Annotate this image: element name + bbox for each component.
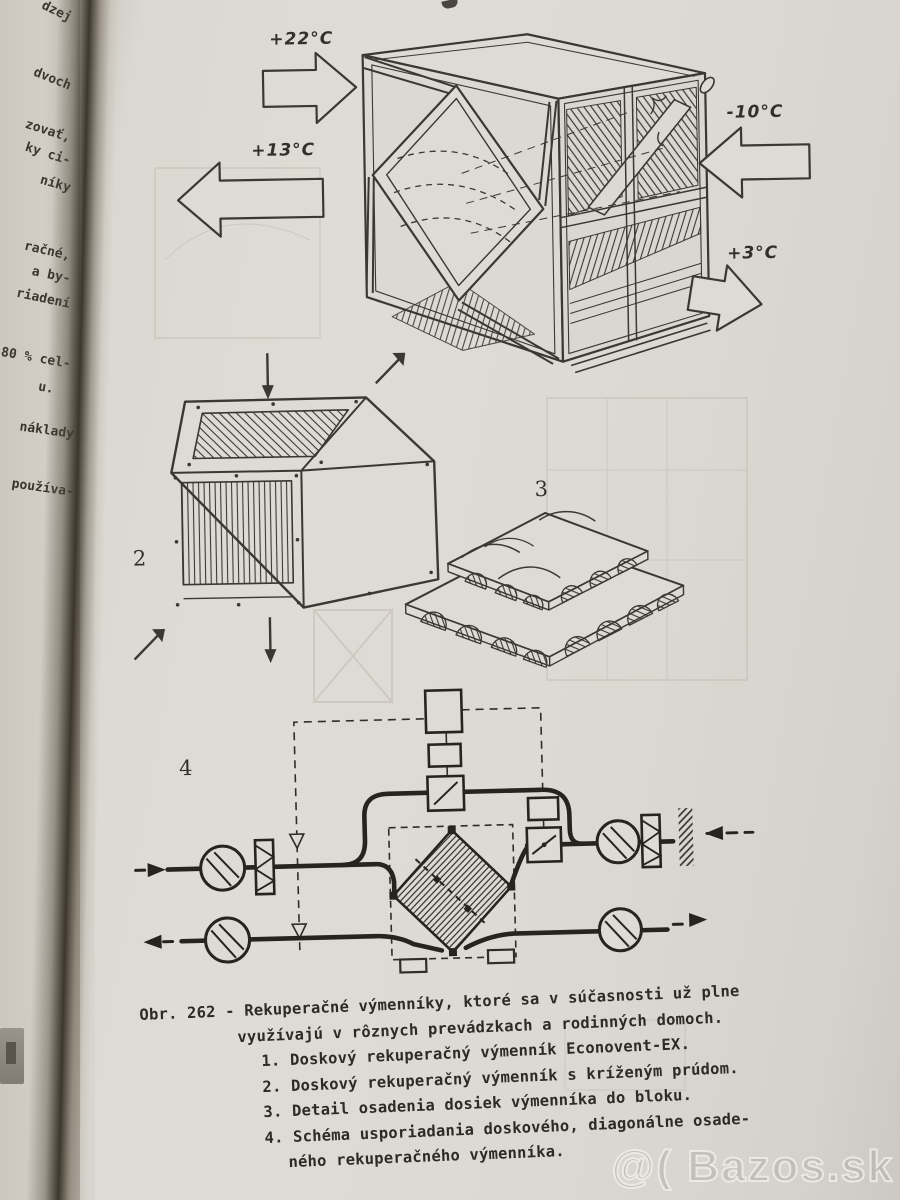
flow-arrows [133, 352, 406, 664]
front-plate-pack [180, 479, 295, 586]
ink-stamp-mark [0, 1028, 24, 1084]
flow-direction-triangle [290, 923, 308, 940]
rivet-dots [173, 399, 433, 607]
sensor-box [427, 742, 463, 769]
diagonal-duct-bar [587, 98, 692, 216]
watermark-text: @( Bazos.sk [610, 1141, 894, 1192]
outlet-arrow-exhaust-air [686, 264, 763, 332]
corner-braces [363, 56, 560, 365]
top-opening-plates [192, 408, 350, 460]
figure-number: 3 [534, 477, 548, 501]
base-skids [570, 322, 711, 374]
figure-1-econovent-exchanger: +22°C +13°C -10°C +3°C [157, 0, 813, 381]
arrow-out-left [143, 934, 162, 949]
corrugation-ridges [461, 510, 596, 580]
lifting-hook [699, 76, 715, 94]
inlet-arrow-warm-air [261, 51, 358, 125]
figure-3-plate-detail: 3 [388, 447, 702, 682]
figure-2-crossflow-exchanger: 2 [107, 342, 453, 678]
inlet-arrow-cold-air [698, 126, 811, 199]
figure-number: 4 [179, 756, 193, 780]
control-line [293, 718, 424, 957]
right-page: +22°C +13°C -10°C +3°C [95, 0, 900, 1200]
bazos-watermark: @( Bazos.sk [610, 1141, 894, 1192]
arrow-out-right [688, 912, 708, 927]
fans [199, 819, 643, 964]
controller-box [423, 688, 464, 735]
actuator-box [526, 796, 560, 822]
temperature-label: -10°C [727, 102, 784, 123]
exchanger-core [389, 826, 516, 957]
temperature-label: +22°C [269, 29, 333, 50]
building-wall [678, 807, 694, 867]
exchanger-foot [486, 948, 516, 965]
diamond-plate-pack [371, 84, 545, 302]
right-face-interior [560, 86, 708, 342]
figure-number: 2 [133, 546, 147, 570]
arrow-in-left [147, 863, 166, 878]
exchanger-foot [398, 957, 428, 974]
corrugation-arches [420, 558, 680, 668]
arrow-in-right [704, 826, 724, 841]
filters [253, 813, 663, 896]
flow-direction-triangle [288, 833, 306, 850]
control-boxes [423, 688, 563, 864]
temperature-label: +13°C [251, 140, 315, 161]
figure-4-system-schematic: 4 [123, 671, 791, 1008]
temperature-label: +3°C [727, 243, 778, 264]
control-line [461, 706, 544, 798]
outlet-arrow-supply-air [177, 161, 325, 238]
